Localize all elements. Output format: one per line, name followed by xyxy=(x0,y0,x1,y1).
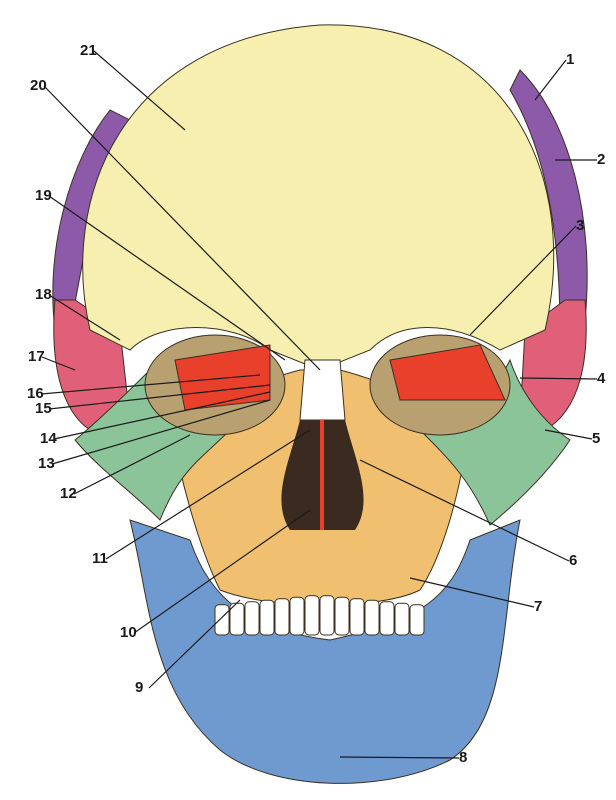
label-19: 19 xyxy=(35,187,52,204)
leader-line xyxy=(105,429,311,560)
tooth xyxy=(274,598,290,636)
nasal-bone xyxy=(299,359,346,421)
tooth xyxy=(259,599,275,636)
label-1: 1 xyxy=(566,51,574,68)
leader-line xyxy=(359,459,570,562)
tooth xyxy=(289,596,305,636)
leader-line xyxy=(519,377,598,380)
leader-line xyxy=(73,434,191,495)
label-12: 12 xyxy=(60,485,77,502)
leader-line xyxy=(133,509,311,634)
tooth xyxy=(394,602,410,636)
leader-line xyxy=(48,384,271,410)
tooth xyxy=(334,596,350,636)
label-11: 11 xyxy=(92,550,108,567)
leader-line xyxy=(339,756,460,759)
leader-line xyxy=(544,429,593,440)
tooth xyxy=(349,598,365,636)
sphenoid-right xyxy=(389,344,506,401)
label-4: 4 xyxy=(597,370,606,387)
label-21: 21 xyxy=(80,42,97,59)
label-20: 20 xyxy=(30,77,47,94)
frontal-bone xyxy=(82,24,555,371)
label-6: 6 xyxy=(569,552,577,569)
tooth xyxy=(214,604,230,636)
label-18: 18 xyxy=(35,286,52,303)
label-15: 15 xyxy=(35,400,52,417)
label-9: 9 xyxy=(135,679,143,696)
label-16: 16 xyxy=(27,385,44,402)
mandible xyxy=(129,519,521,784)
label-8: 8 xyxy=(459,749,467,766)
leader-line xyxy=(51,399,271,465)
tooth xyxy=(364,599,380,636)
leader-line xyxy=(48,195,286,361)
leader-line xyxy=(469,225,577,336)
leader-line xyxy=(48,294,121,341)
label-7: 7 xyxy=(534,598,542,615)
label-2: 2 xyxy=(597,151,605,168)
tooth xyxy=(304,595,320,636)
label-10: 10 xyxy=(120,624,137,641)
teeth xyxy=(214,595,425,636)
label-5: 5 xyxy=(592,430,600,447)
leader-line xyxy=(53,391,271,440)
tooth xyxy=(244,601,260,636)
tooth xyxy=(379,601,395,636)
leader-line xyxy=(41,356,76,371)
leader-line xyxy=(148,599,241,689)
tooth xyxy=(409,604,425,636)
label-17: 17 xyxy=(28,348,45,365)
leader-line xyxy=(40,374,261,395)
leader-line xyxy=(409,577,535,608)
tooth xyxy=(319,595,335,636)
label-13: 13 xyxy=(38,455,55,472)
label-3: 3 xyxy=(576,217,584,234)
leader-line xyxy=(43,85,321,371)
leader-line xyxy=(534,59,567,101)
label-14: 14 xyxy=(40,430,57,447)
leader-line xyxy=(93,50,186,131)
